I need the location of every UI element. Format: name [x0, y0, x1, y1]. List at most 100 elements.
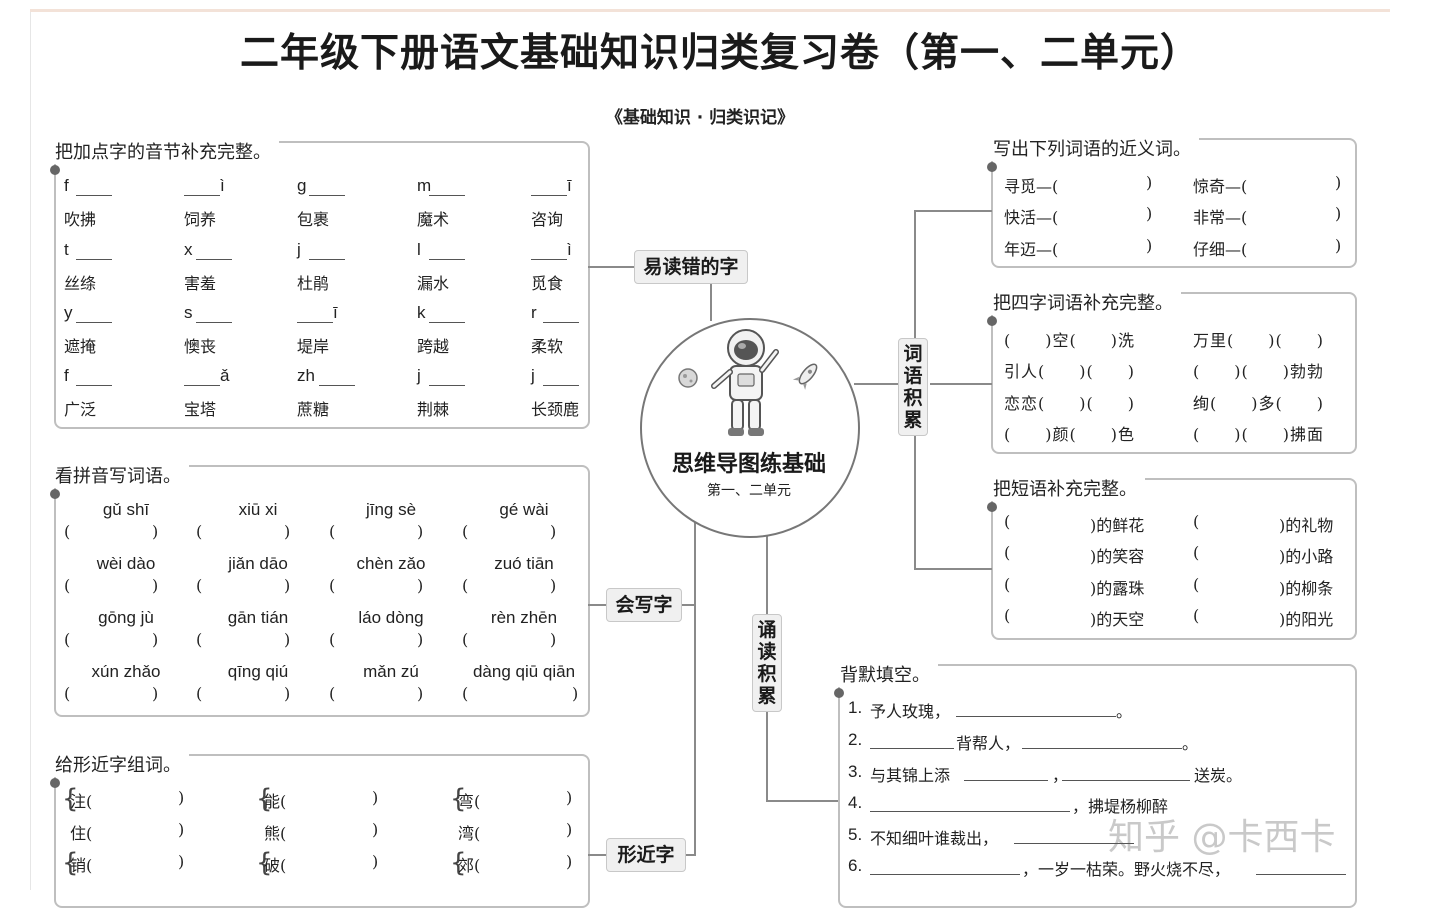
word-cell: 觅食	[531, 274, 564, 293]
box-similar-chars-title: 给形近字组词。	[47, 751, 189, 777]
answer-field[interactable]	[1070, 236, 1142, 256]
pinyin-prompt: wèi dào	[96, 554, 156, 573]
answer-paren-open: (	[462, 576, 469, 595]
connector	[588, 266, 634, 268]
answer-paren-close: )	[550, 630, 557, 649]
answer-blank[interactable]	[196, 322, 232, 323]
fill-blank[interactable]	[964, 780, 1048, 781]
fill-blank[interactable]	[1014, 843, 1134, 844]
answer-blank[interactable]	[309, 259, 345, 260]
box-recite-fill	[834, 664, 1357, 908]
fill-blank[interactable]	[956, 716, 1116, 717]
answer-blank[interactable]	[531, 259, 567, 260]
answer-paren-close: )	[1146, 173, 1153, 192]
answer-field[interactable]	[72, 576, 148, 596]
fill-blank[interactable]	[870, 874, 1020, 875]
answer-blank[interactable]	[76, 322, 112, 323]
answer-field[interactable]	[100, 852, 174, 872]
line-number: 6.	[848, 856, 863, 875]
pinyin-prompt: gān tián	[227, 608, 289, 627]
answer-blank[interactable]	[319, 385, 355, 386]
answer-blank[interactable]	[543, 322, 579, 323]
answer-field[interactable]	[488, 788, 562, 808]
answer-field[interactable]	[337, 684, 413, 704]
answer-field[interactable]	[337, 576, 413, 596]
pinyin-cell: l	[417, 240, 421, 259]
answer-field[interactable]	[1205, 543, 1275, 563]
answer-field[interactable]	[1016, 606, 1086, 626]
answer-field[interactable]	[1205, 512, 1275, 532]
answer-field[interactable]	[204, 684, 280, 704]
answer-field[interactable]	[294, 852, 368, 872]
answer-field[interactable]	[1259, 173, 1331, 193]
fill-blank[interactable]	[1022, 748, 1182, 749]
answer-field[interactable]	[100, 820, 174, 840]
answer-field[interactable]	[100, 788, 174, 808]
answer-blank[interactable]	[196, 259, 232, 260]
answer-blank[interactable]	[76, 385, 112, 386]
answer-field[interactable]	[1016, 575, 1086, 595]
answer-blank[interactable]	[531, 195, 567, 196]
answer-field[interactable]	[470, 630, 546, 650]
answer-field[interactable]	[1259, 204, 1331, 224]
answer-field[interactable]	[72, 630, 148, 650]
box-recite-fill-title: 背默填空。	[832, 661, 938, 687]
fill-blank[interactable]	[1062, 780, 1190, 781]
answer-blank[interactable]	[429, 322, 465, 323]
answer-field[interactable]	[1205, 606, 1275, 626]
center-title: 思维导图练基础	[671, 452, 826, 477]
answer-blank[interactable]	[76, 259, 112, 260]
synonym-item: 快活—(	[1004, 208, 1059, 227]
fill-blank[interactable]	[1256, 874, 1346, 875]
answer-field[interactable]	[470, 576, 546, 596]
answer-field[interactable]	[337, 522, 413, 542]
answer-paren-close: )	[284, 684, 291, 703]
answer-field[interactable]	[1016, 512, 1086, 532]
answer-blank[interactable]	[297, 322, 333, 323]
answer-field[interactable]	[470, 522, 546, 542]
answer-field[interactable]	[294, 788, 368, 808]
word-cell: 吹拂	[64, 210, 97, 229]
answer-field[interactable]	[1259, 236, 1331, 256]
phrase-suffix: )的鲜花	[1090, 516, 1145, 535]
answer-blank[interactable]	[184, 385, 220, 386]
answer-blank[interactable]	[76, 195, 112, 196]
answer-field[interactable]	[294, 820, 368, 840]
answer-paren-close: )	[566, 788, 573, 807]
connector	[588, 604, 606, 606]
answer-field[interactable]	[204, 630, 280, 650]
similar-char: 销(	[70, 856, 93, 875]
answer-field[interactable]	[204, 576, 280, 596]
pinyin-prompt: gōng jù	[98, 608, 154, 627]
answer-paren-close: )	[152, 630, 159, 649]
pinyin-cell: x	[184, 240, 193, 259]
answer-field[interactable]	[488, 820, 562, 840]
answer-paren-open: (	[1004, 512, 1011, 531]
answer-field[interactable]	[72, 684, 148, 704]
pinyin-cell: ǎ	[220, 366, 230, 385]
answer-blank[interactable]	[543, 385, 579, 386]
answer-paren-close: )	[284, 576, 291, 595]
line-number: 1.	[848, 698, 863, 717]
answer-field[interactable]	[337, 630, 413, 650]
answer-paren-close: )	[572, 684, 579, 703]
answer-field[interactable]	[488, 852, 562, 872]
answer-field[interactable]	[1205, 575, 1275, 595]
pinyin-cell: m	[417, 176, 432, 195]
answer-field[interactable]	[1070, 173, 1142, 193]
answer-blank[interactable]	[309, 195, 345, 196]
pinyin-prompt: gé wài	[499, 500, 549, 519]
answer-field[interactable]	[470, 684, 546, 704]
answer-field[interactable]	[72, 522, 148, 542]
answer-blank[interactable]	[429, 259, 465, 260]
answer-blank[interactable]	[429, 195, 465, 196]
fill-blank[interactable]	[870, 811, 1070, 812]
brace-icon: {	[62, 784, 79, 814]
fill-blank[interactable]	[870, 748, 954, 749]
pinyin-cell: ī	[333, 303, 338, 322]
answer-field[interactable]	[1070, 204, 1142, 224]
answer-field[interactable]	[1016, 543, 1086, 563]
answer-blank[interactable]	[184, 195, 220, 196]
answer-field[interactable]	[204, 522, 280, 542]
answer-blank[interactable]	[429, 385, 465, 386]
